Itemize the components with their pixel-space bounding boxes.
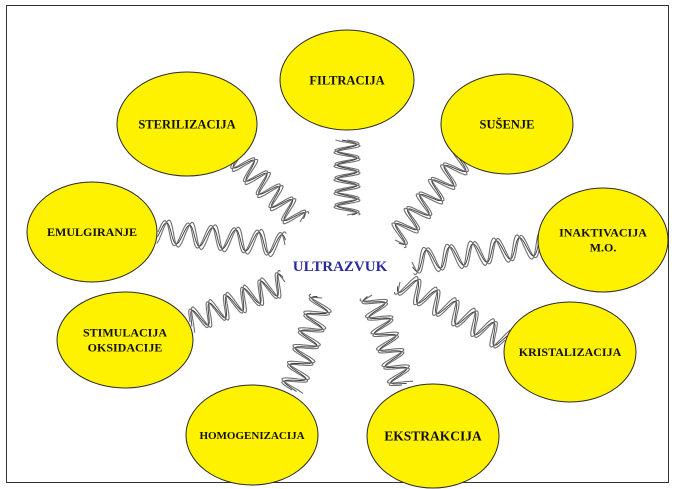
node-susenje: SUŠENJE bbox=[440, 73, 574, 175]
wave-homogenizacija bbox=[281, 293, 332, 395]
node-ekstrakcija: EKSTRAKCIJA bbox=[366, 383, 500, 489]
node-ellipse-ekstrakcija bbox=[366, 383, 500, 489]
wave-susenje bbox=[391, 152, 469, 249]
node-label-stimulacija: OKSIDACIJE bbox=[88, 341, 163, 355]
node-label-inaktivacija: M.O. bbox=[590, 241, 617, 255]
wave-sterilizacija bbox=[221, 144, 310, 225]
node-sterilizacija: STERILIZACIJA bbox=[116, 71, 258, 177]
node-ellipse-sterilizacija bbox=[116, 71, 258, 177]
node-label-stimulacija: STIMULACIJA bbox=[83, 326, 167, 340]
node-ellipse-filtracija bbox=[279, 29, 415, 131]
node-label-sterilizacija: STERILIZACIJA bbox=[138, 117, 235, 131]
node-label-kristalizacija: KRISTALIZACIJA bbox=[519, 345, 622, 359]
node-label-inaktivacija: INAKTIVACIJA bbox=[559, 226, 647, 240]
wave-ekstrakcija bbox=[359, 294, 413, 387]
wave-inaktivacija bbox=[411, 233, 541, 276]
node-ellipse-homogenizacija bbox=[185, 384, 319, 486]
wave-stimulacija bbox=[188, 270, 286, 333]
node-label-homogenizacija: HOMOGENIZACIJA bbox=[199, 430, 304, 442]
node-label-emulgiranje: EMULGIRANJE bbox=[47, 225, 137, 239]
node-filtracija: FILTRACIJA bbox=[279, 29, 415, 131]
node-label-susenje: SUŠENJE bbox=[480, 117, 535, 131]
node-ellipse-susenje bbox=[440, 73, 574, 175]
node-ellipse-stimulacija bbox=[56, 291, 194, 389]
wave-kristalizacija bbox=[393, 276, 511, 349]
wave-filtracija bbox=[333, 139, 361, 216]
wave-connectors bbox=[156, 139, 541, 395]
node-homogenizacija: HOMOGENIZACIJA bbox=[185, 384, 319, 486]
center-label: ULTRAZVUK bbox=[293, 259, 388, 275]
node-emulgiranje: EMULGIRANJE bbox=[26, 181, 158, 283]
node-label-filtracija: FILTRACIJA bbox=[309, 73, 384, 87]
node-kristalizacija: KRISTALIZACIJA bbox=[503, 301, 637, 403]
wave-emulgiranje bbox=[156, 219, 287, 258]
node-ellipse-kristalizacija bbox=[503, 301, 637, 403]
node-ellipse-inaktivacija bbox=[537, 187, 669, 293]
node-label-ekstrakcija: EKSTRAKCIJA bbox=[384, 429, 482, 444]
node-ellipse-emulgiranje bbox=[26, 181, 158, 283]
